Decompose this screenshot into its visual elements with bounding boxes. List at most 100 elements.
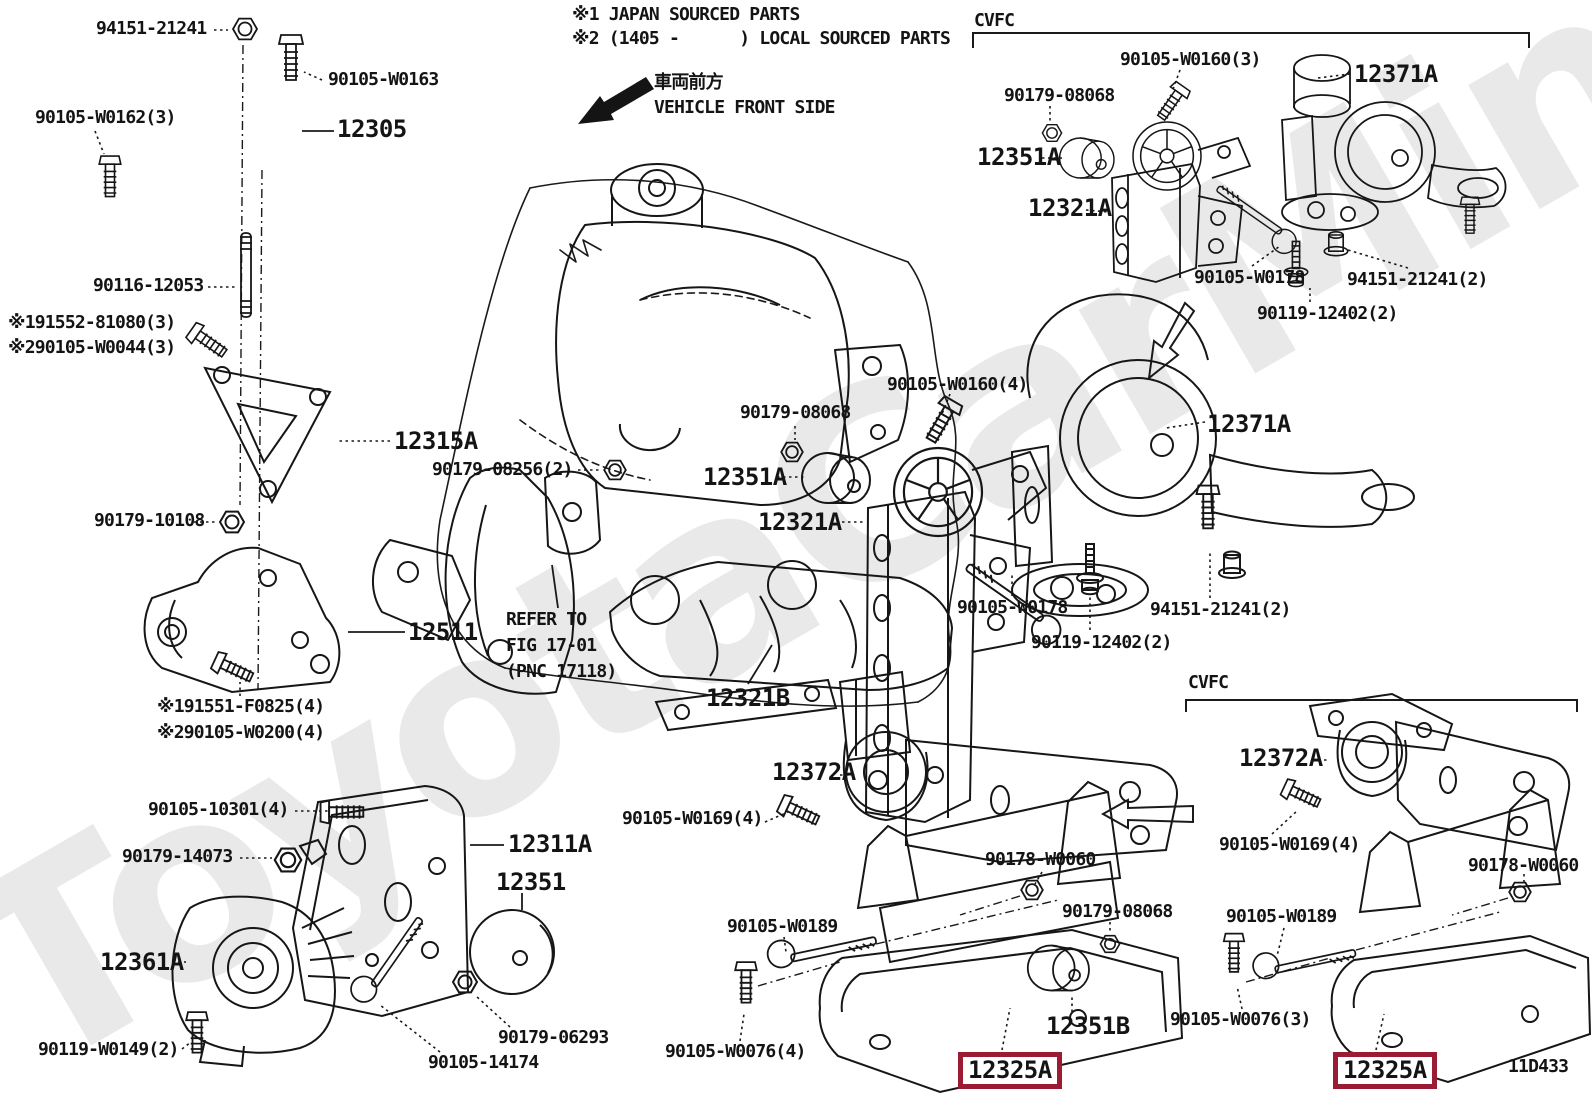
part-label-note2: ※2 (1405 - ) LOCAL SOURCED PARTS bbox=[572, 28, 951, 49]
part-label-90119-12402-2-tr: 90119-12402(2) bbox=[1257, 303, 1398, 324]
damper-12351a-icon bbox=[1058, 137, 1115, 179]
mount-12305-drawing bbox=[372, 163, 909, 695]
solid-leader-lines bbox=[302, 130, 773, 910]
cover-12321b-drawing bbox=[608, 560, 954, 692]
part-label-cvfc-top: CVFC bbox=[974, 10, 1015, 31]
part-label-12372a-cb: 12372A bbox=[772, 758, 856, 786]
bracket-12311a-drawing bbox=[273, 784, 470, 1018]
part-label-90179-08068-cb: 90179-08068 bbox=[1062, 901, 1173, 922]
part-label-12511: 12511 bbox=[408, 618, 478, 646]
part-label-94151-21241-2-mid: 94151-21241(2) bbox=[1150, 599, 1291, 620]
part-label-90179-14073: 90179-14073 bbox=[122, 846, 233, 867]
nut-icon bbox=[452, 970, 478, 994]
bolt-icon bbox=[1152, 79, 1193, 125]
flange-nut-icon bbox=[1218, 550, 1246, 579]
part-label-90105-w0169-4-br: 90105-W0169(4) bbox=[1219, 834, 1360, 855]
part-label-refer-line3: (PNC 17118) bbox=[506, 661, 617, 682]
part-label-12321a-mid: 12321A bbox=[758, 508, 842, 536]
part-label-12315a: 12315A bbox=[394, 427, 478, 455]
part-label-12321b: 12321B bbox=[706, 684, 790, 712]
part-label-note-91551-f0825-4: ※191551-F0825(4) bbox=[157, 696, 325, 717]
part-label-note-91552-81080-3: ※191552-81080(3) bbox=[8, 312, 176, 333]
part-label-90105-w0178-mid: 90105-W0178 bbox=[957, 597, 1068, 618]
flow-arrow-down-left bbox=[1147, 301, 1196, 381]
bolt-icon bbox=[919, 394, 965, 448]
part-label-90179-08256-2: 90179-08256(2) bbox=[432, 459, 573, 480]
part-label-note-90105-w0044-3: ※290105-W0044(3) bbox=[8, 337, 176, 358]
part-label-90105-w0189-br: 90105-W0189 bbox=[1226, 906, 1337, 927]
part-label-refer-line2: FIG 17-01 bbox=[506, 635, 597, 656]
part-label-12372a-br: 12372A bbox=[1239, 744, 1323, 772]
bolt-icon bbox=[775, 792, 823, 832]
part-label-90178-w0060-br: 90178-W0060 bbox=[1468, 855, 1579, 876]
mount-12361a-drawing bbox=[171, 895, 355, 1068]
nut-icon bbox=[780, 441, 804, 463]
part-label-note-90105-w0200-4: ※290105-W0200(4) bbox=[157, 722, 325, 743]
cvfc-bracket-bottom bbox=[1185, 699, 1578, 712]
flow-arrow-left bbox=[1100, 798, 1194, 830]
mount-12372a-br-drawing bbox=[1278, 692, 1571, 903]
nut-icon bbox=[603, 459, 627, 481]
part-label-12351a-tr: 12351A bbox=[977, 143, 1061, 171]
part-label-90105-14174: 90105-14174 bbox=[428, 1052, 539, 1073]
part-label-90105-w0169-4-cb: 90105-W0169(4) bbox=[622, 808, 763, 829]
part-label-vehicle-front-en: VEHICLE FRONT SIDE bbox=[654, 97, 835, 118]
nut-icon bbox=[232, 17, 258, 41]
part-label-90116-12053: 90116-12053 bbox=[93, 275, 204, 296]
part-label-90179-06293: 90179-06293 bbox=[498, 1027, 609, 1048]
bolt-icon bbox=[1278, 776, 1324, 814]
damper-12351-drawing bbox=[185, 907, 555, 1054]
bracket-12325a-br-drawing bbox=[1222, 788, 1592, 1084]
flange-nut-icon bbox=[1323, 231, 1349, 257]
part-label-12325a-right[interactable]: 12325A bbox=[1333, 1052, 1437, 1090]
part-label-90105-w0189-cb: 90105-W0189 bbox=[727, 916, 838, 937]
part-label-90105-w0178-tr: 90105-W0178 bbox=[1194, 267, 1305, 288]
part-label-90105-w0162-3: 90105-W0162(3) bbox=[35, 107, 176, 128]
part-label-90105-w0163: 90105-W0163 bbox=[328, 69, 439, 90]
bolt-icon bbox=[184, 320, 232, 363]
part-label-12351b: 12351B bbox=[1046, 1012, 1130, 1040]
part-label-90105-w0076-4: 90105-W0076(4) bbox=[665, 1041, 806, 1062]
bolt-icon bbox=[734, 961, 758, 1004]
nut-icon bbox=[273, 847, 303, 873]
leader-lines bbox=[94, 29, 1525, 1053]
part-label-12371a-tr: 12371A bbox=[1354, 60, 1438, 88]
nut-icon bbox=[1020, 879, 1044, 901]
damper-12351a-icon bbox=[801, 452, 871, 504]
bracket-12511-drawing bbox=[143, 546, 341, 694]
bracket-12321a-tr-drawing bbox=[1041, 79, 1302, 283]
part-label-diagram-code: 11D433 bbox=[1508, 1056, 1569, 1077]
washer-bolt-icon bbox=[1076, 543, 1104, 596]
bolt-icon bbox=[278, 34, 304, 81]
part-label-12351: 12351 bbox=[496, 868, 566, 896]
part-label-90119-w0149-2: 90119-W0149(2) bbox=[38, 1039, 179, 1060]
part-label-12305: 12305 bbox=[337, 115, 407, 143]
part-label-90178-w0060-cb: 90178-W0060 bbox=[985, 849, 1096, 870]
part-label-12325a-center[interactable]: 12325A bbox=[958, 1052, 1062, 1090]
screw-icon bbox=[1459, 196, 1481, 234]
bracket-12321a-mid-drawing bbox=[780, 394, 1068, 824]
bracket-12325a-cb-drawing bbox=[734, 780, 1184, 1094]
fasteners-top-left bbox=[98, 17, 304, 363]
part-label-94151-21241-2-tr: 94151-21241(2) bbox=[1347, 269, 1488, 290]
part-label-cvfc-bottom: CVFC bbox=[1188, 672, 1229, 693]
cvfc-bracket-top bbox=[972, 32, 1530, 48]
part-label-94151-21241-tl: 94151-21241 bbox=[96, 18, 207, 39]
vehicle-front-arrow bbox=[578, 77, 654, 124]
bracket-12315a-drawing bbox=[203, 366, 627, 534]
part-label-note1: ※1 JAPAN SOURCED PARTS bbox=[572, 4, 800, 25]
part-label-12351a-mid: 12351A bbox=[703, 463, 787, 491]
part-label-12361a: 12361A bbox=[100, 948, 184, 976]
mount-12371a-mid-drawing bbox=[1010, 293, 1415, 617]
nut-icon bbox=[1099, 934, 1121, 954]
bolt-icon bbox=[98, 155, 122, 198]
part-label-90105-w0160-4: 90105-W0160(4) bbox=[887, 374, 1028, 395]
engine-outline bbox=[436, 179, 960, 707]
long-bolt-icon bbox=[345, 907, 427, 1008]
part-label-12321a-tr: 12321A bbox=[1028, 194, 1112, 222]
part-label-12311a: 12311A bbox=[508, 830, 592, 858]
part-label-90119-12402-2-mid: 90119-12402(2) bbox=[1031, 632, 1172, 653]
part-label-90105-10301-4: 90105-10301(4) bbox=[148, 799, 289, 820]
